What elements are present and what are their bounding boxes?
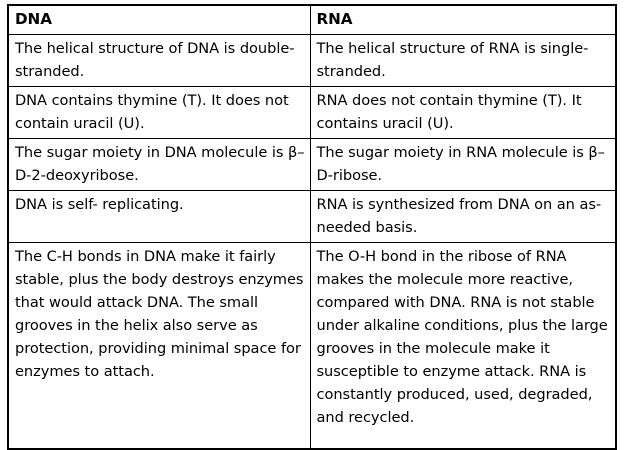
- cell-dna-replication: DNA is self- replicating.: [7, 189, 311, 243]
- dna-rna-comparison-table: DNA RNA The helical structure of DNA is …: [7, 4, 617, 450]
- column-header-dna: DNA: [7, 4, 311, 35]
- cell-dna-stability: The C-H bonds in DNA make it fairly stab…: [7, 241, 311, 450]
- cell-rna-sugar-moiety: The sugar moiety in RNA molecule is β–D-…: [309, 137, 617, 191]
- comparison-table-container: DNA RNA The helical structure of DNA is …: [7, 4, 617, 450]
- table-body: The helical structure of DNA is double-s…: [7, 33, 617, 450]
- table-row: The sugar moiety in DNA molecule is β–D-…: [7, 137, 617, 191]
- table-header: DNA RNA: [7, 4, 617, 35]
- column-header-rna: RNA: [309, 4, 617, 35]
- table-row: The C-H bonds in DNA make it fairly stab…: [7, 241, 617, 450]
- table-row: DNA is self- replicating. RNA is synthes…: [7, 189, 617, 243]
- table-row: The helical structure of DNA is double-s…: [7, 33, 617, 87]
- cell-rna-replication: RNA is synthesized from DNA on an as-nee…: [309, 189, 617, 243]
- cell-dna-thymine: DNA contains thymine (T). It does not co…: [7, 85, 311, 139]
- cell-rna-thymine: RNA does not contain thymine (T). It con…: [309, 85, 617, 139]
- cell-dna-helical-structure: The helical structure of DNA is double-s…: [7, 33, 311, 87]
- table-row: DNA contains thymine (T). It does not co…: [7, 85, 617, 139]
- cell-rna-helical-structure: The helical structure of RNA is single-s…: [309, 33, 617, 87]
- cell-dna-sugar-moiety: The sugar moiety in DNA molecule is β–D-…: [7, 137, 311, 191]
- cell-rna-stability: The O-H bond in the ribose of RNA makes …: [309, 241, 617, 450]
- table-header-row: DNA RNA: [7, 4, 617, 35]
